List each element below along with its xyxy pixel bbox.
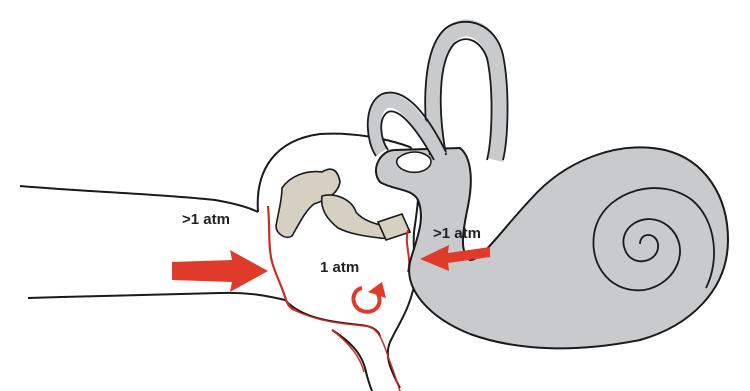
ear-canal-upper-wall	[20, 186, 258, 212]
middle-ear-pressure-label: 1 atm	[320, 259, 359, 276]
eustachian-tube	[332, 330, 372, 391]
incus	[322, 195, 392, 238]
ear-canal-lower-wall	[28, 293, 285, 300]
ear-canal-pressure-label: >1 atm	[182, 211, 230, 228]
cochlea-and-vestibule	[376, 147, 728, 348]
inner-ear-pressure-label: >1 atm	[433, 225, 481, 242]
curved-rotation-arrow-icon	[353, 282, 386, 312]
right-arrow-icon	[172, 250, 268, 292]
middle-ear-mucosa	[294, 310, 400, 391]
semicircular-canal-lateral-outline	[397, 152, 431, 172]
inner-ear	[368, 22, 728, 349]
